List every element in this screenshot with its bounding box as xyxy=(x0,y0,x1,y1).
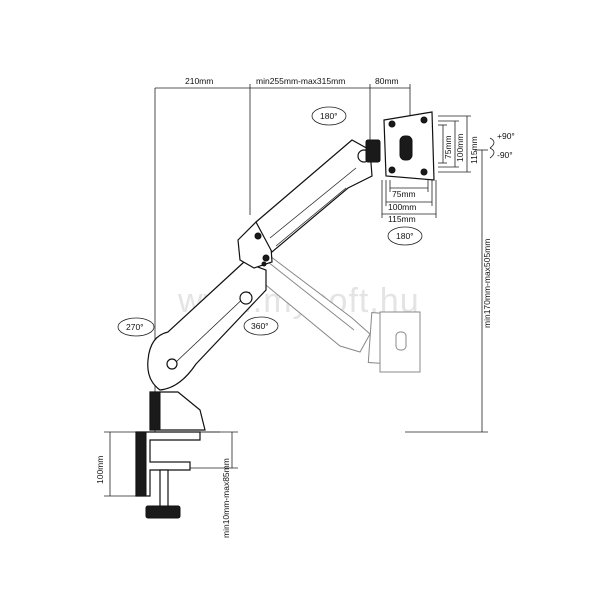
dim-clamp-height: 100mm xyxy=(95,456,105,484)
svg-text:270°: 270° xyxy=(126,322,144,332)
dim-arm-reach: min255mm-max315mm xyxy=(256,76,345,86)
svg-text:180°: 180° xyxy=(396,231,414,241)
rotation-base: 270° xyxy=(117,317,155,337)
lowered-arm-ghost xyxy=(249,249,421,373)
rotation-bottom-swivel: 180° xyxy=(387,226,423,246)
dim-base-offset: 210mm xyxy=(185,76,213,86)
rotation-arm: 360° xyxy=(243,316,279,336)
dim-desk-thickness: min10mm-max85mm xyxy=(221,458,231,538)
svg-text:180°: 180° xyxy=(320,111,338,121)
dim-vesa-v-100: 100mm xyxy=(455,134,465,162)
dim-vesa-h-115: 115mm xyxy=(388,214,416,224)
clamp-base xyxy=(135,431,201,519)
tilt-up-label: +90° xyxy=(497,131,515,141)
svg-text:360°: 360° xyxy=(251,321,269,331)
pole-base xyxy=(149,391,206,431)
dim-vesa-h-100: 100mm xyxy=(388,202,416,212)
monitor-head xyxy=(365,111,435,181)
lower-arm xyxy=(147,261,267,391)
tilt-down-label: -90° xyxy=(497,150,513,160)
arm-rotation-dot xyxy=(261,261,267,267)
dim-vesa-v-115: 115mm xyxy=(469,136,479,164)
rotation-top-swivel: 180° xyxy=(311,106,347,126)
upper-arm xyxy=(255,139,373,253)
tilt-indicator: +90° -90° xyxy=(489,131,515,160)
dim-vesa-v-75: 75mm xyxy=(443,135,453,159)
dim-vesa-h-75: 75mm xyxy=(392,189,416,199)
dim-height-range: min170mm-max505mm xyxy=(482,239,492,328)
dim-head-offset: 80mm xyxy=(375,76,399,86)
